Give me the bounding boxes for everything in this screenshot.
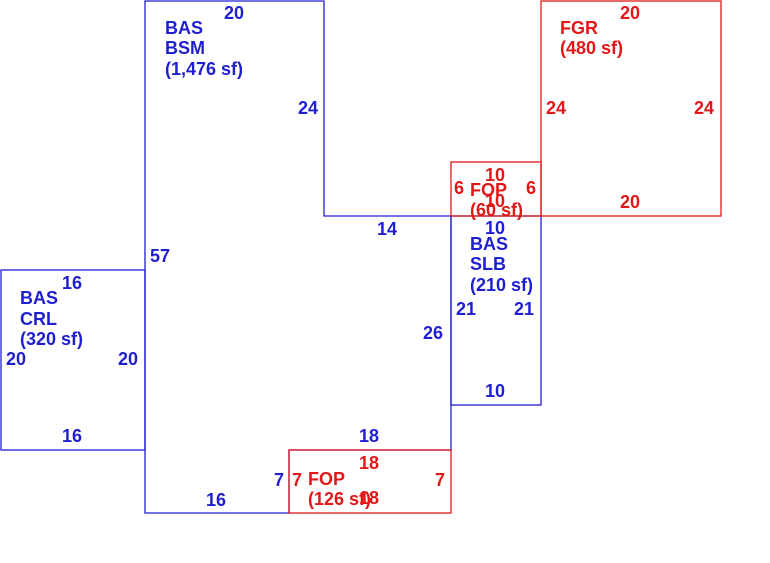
dim-slb-bottom: 10	[485, 381, 505, 401]
dim-bsm-bottom-right: 7	[274, 470, 284, 490]
bsm-area: (1,476 sf)	[165, 59, 243, 79]
dim-fop-bottom-left: 7	[292, 470, 302, 490]
slb-name: SLB	[470, 254, 506, 274]
dim-fgr-right: 24	[694, 98, 714, 118]
dim-fgr-left: 24	[546, 98, 566, 118]
dim-slb-right: 21	[514, 299, 534, 319]
dim-bsm-bottom: 16	[206, 490, 226, 510]
dim-bsm-right-upper: 24	[298, 98, 318, 118]
dim-crl-top: 16	[62, 273, 82, 293]
dim-fgr-top: 20	[620, 3, 640, 23]
dim-crl-bottom: 16	[62, 426, 82, 446]
fop-top-outline	[450, 161, 542, 217]
dim-bsm-left: 57	[150, 246, 170, 266]
fop-bottom-name: FOP	[308, 469, 345, 489]
crl-code: BAS	[20, 288, 58, 308]
dim-slb-left: 21	[456, 299, 476, 319]
dim-fop-top-right: 6	[526, 178, 536, 198]
fgr-outline	[540, 0, 722, 217]
dim-fop-top-top: 10	[485, 165, 505, 185]
dim-fop-top-bottom: 10	[485, 191, 505, 211]
fgr-name: FGR	[560, 18, 598, 38]
crl-outline	[0, 269, 146, 451]
fgr-area: (480 sf)	[560, 38, 623, 58]
slb-area: (210 sf)	[470, 275, 533, 295]
crl-name: CRL	[20, 309, 57, 329]
fop-top-name: FOP	[470, 180, 507, 200]
bsm-name: BSM	[165, 38, 205, 58]
fop-bottom-outline	[288, 449, 452, 514]
fop-top-area: (60 sf)	[470, 200, 523, 220]
fop-bottom-area: (126 sf)	[308, 489, 371, 509]
dim-bsm-top: 20	[224, 3, 244, 23]
dim-crl-left: 20	[6, 349, 26, 369]
dim-fgr-bottom: 20	[620, 192, 640, 212]
dim-crl-right: 20	[118, 349, 138, 369]
dim-fop-bottom-top: 18	[359, 453, 379, 473]
dim-fop-bottom-bottom: 18	[359, 488, 379, 508]
dim-slb-top: 10	[485, 218, 505, 238]
dim-fop-bottom-right: 7	[435, 470, 445, 490]
bsm-code: BAS	[165, 18, 203, 38]
dim-bsm-right-lower: 26	[423, 323, 443, 343]
crl-area: (320 sf)	[20, 329, 83, 349]
dim-fop-top-left: 6	[454, 178, 464, 198]
dim-bsm-step-lower: 18	[359, 426, 379, 446]
dim-bsm-step: 14	[377, 219, 397, 239]
slb-code: BAS	[470, 234, 508, 254]
